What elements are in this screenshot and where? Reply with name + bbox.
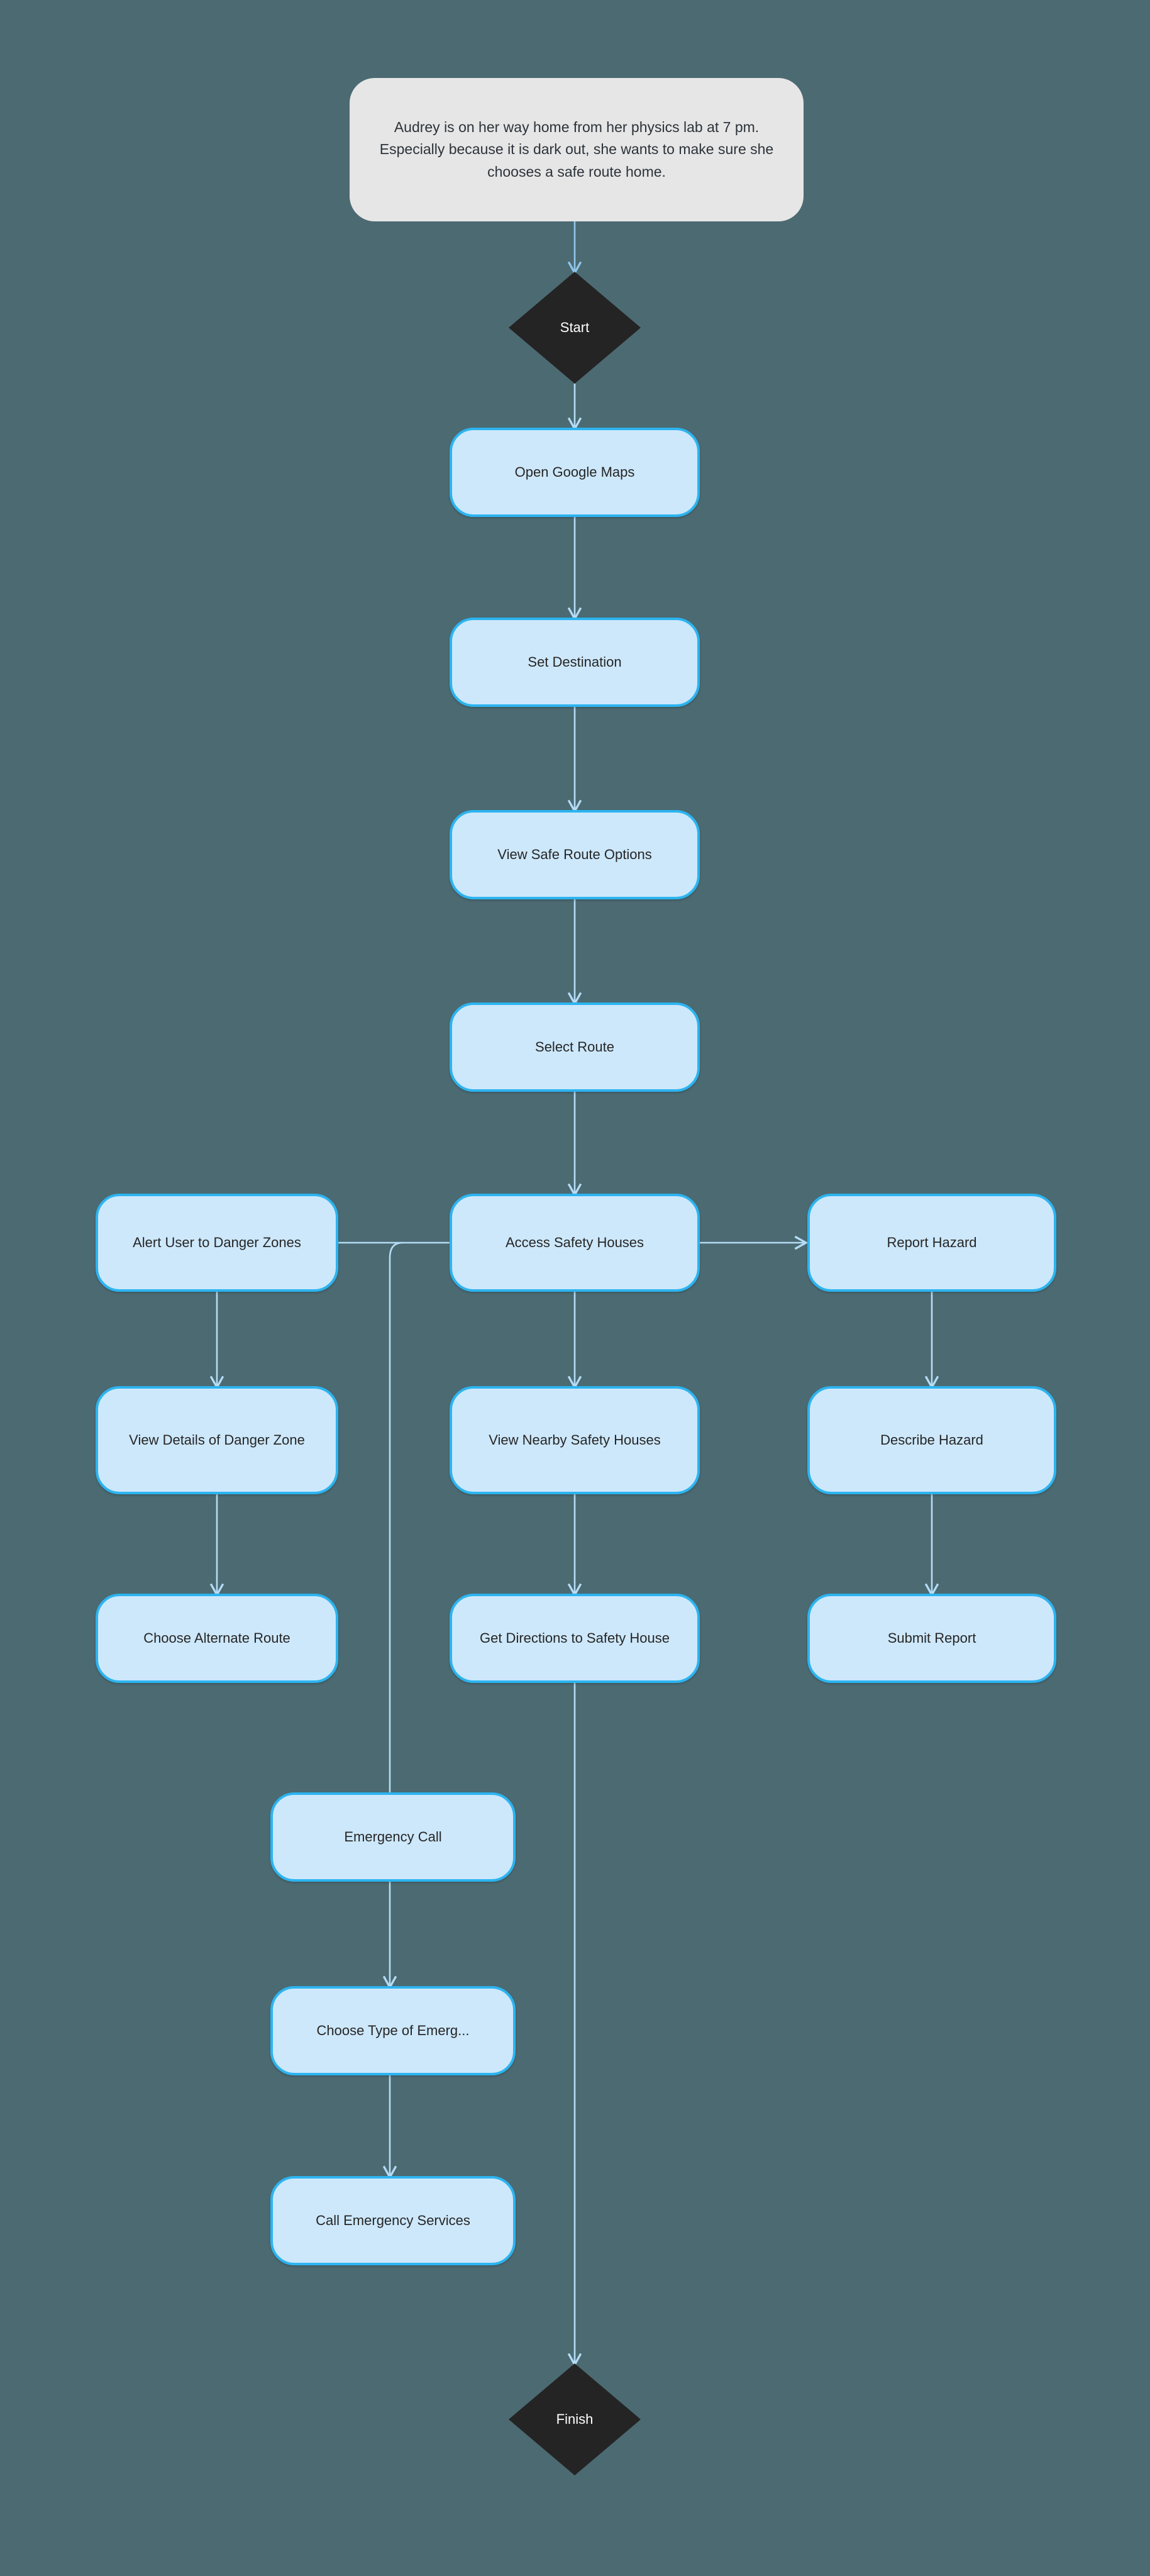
node-emergency-call[interactable]: Emergency Call [270,1792,516,1882]
node-alert-user-to-danger-zones[interactable]: Alert User to Danger Zones [96,1194,338,1292]
start-terminal[interactable]: Start [509,272,641,384]
node-select-route[interactable]: Select Route [450,1002,700,1092]
node-set-destination[interactable]: Set Destination [450,618,700,707]
node-get-directions-to-safety-house[interactable]: Get Directions to Safety House [450,1594,700,1683]
scenario-note: Audrey is on her way home from her physi… [350,78,804,221]
node-view-details-of-danger-zone[interactable]: View Details of Danger Zone [96,1386,338,1494]
node-describe-hazard[interactable]: Describe Hazard [807,1386,1056,1494]
node-access-safety-houses[interactable]: Access Safety Houses [450,1194,700,1292]
node-submit-report[interactable]: Submit Report [807,1594,1056,1683]
node-view-nearby-safety-houses[interactable]: View Nearby Safety Houses [450,1386,700,1494]
node-call-emergency-services[interactable]: Call Emergency Services [270,2176,516,2265]
finish-label: Finish [556,2411,594,2427]
node-view-safe-route-options[interactable]: View Safe Route Options [450,810,700,899]
node-report-hazard[interactable]: Report Hazard [807,1194,1056,1292]
node-choose-alternate-route[interactable]: Choose Alternate Route [96,1594,338,1683]
edge-access-safety-houses-emergency-call [382,1241,403,1814]
start-label: Start [560,319,590,335]
node-open-google-maps[interactable]: Open Google Maps [450,428,700,517]
node-choose-type-of-emergency[interactable]: Choose Type of Emerg... [270,1986,516,2075]
finish-terminal[interactable]: Finish [509,2363,641,2475]
